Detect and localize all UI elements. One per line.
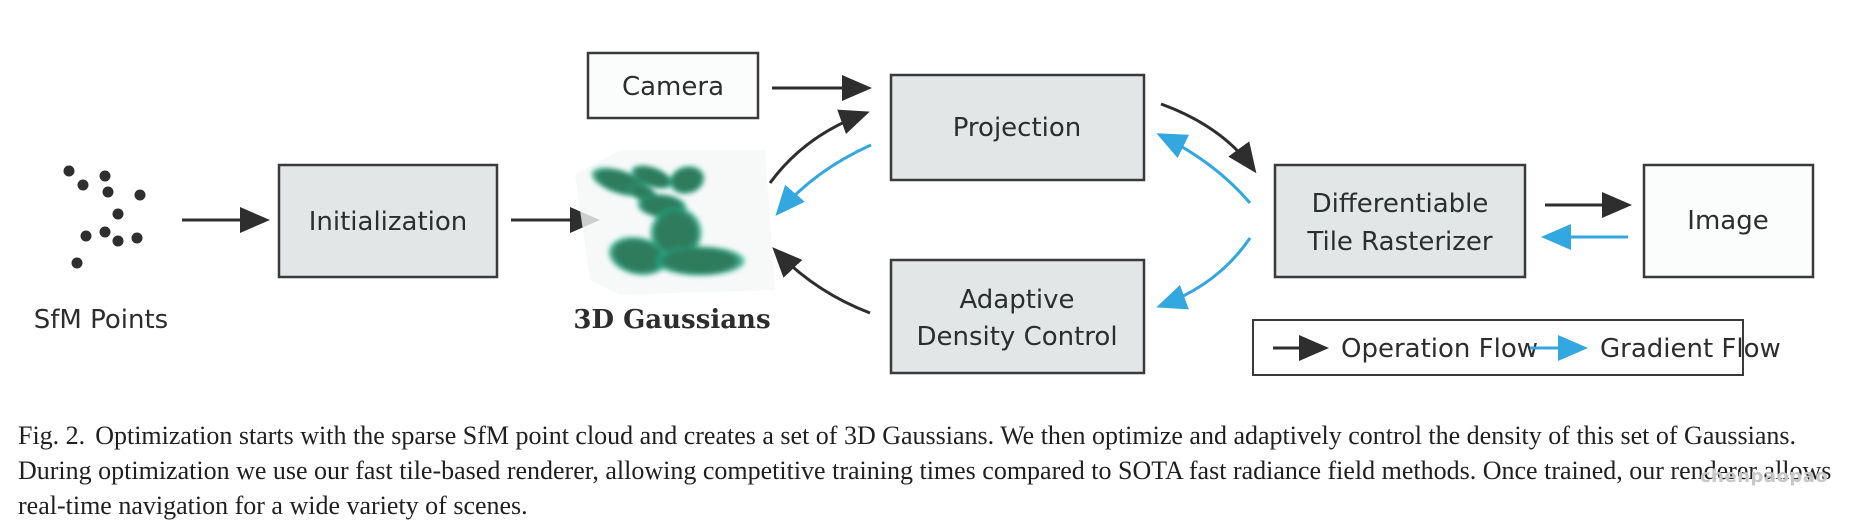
- sfm-point: [99, 170, 111, 182]
- legend-operation-label: Operation Flow: [1341, 334, 1538, 364]
- sfm-point: [112, 208, 124, 220]
- figure-caption: Fig. 2.Optimization starts with the spar…: [18, 418, 1848, 523]
- gaussian-ellipse: [650, 207, 702, 259]
- gaussian-ellipse: [608, 236, 668, 276]
- rasterizer-label-line2: Tile Rasterizer: [1306, 227, 1493, 257]
- initialization-label: Initialization: [309, 207, 468, 237]
- sfm-point: [77, 179, 89, 191]
- gaussian-ellipse: [631, 164, 673, 190]
- adc-label-line2: Density Control: [916, 322, 1117, 352]
- arrow-adc-to-gaussians: [772, 247, 871, 315]
- sfm-point: [63, 165, 75, 177]
- initialization-node: Initialization: [277, 163, 499, 279]
- caption-text: Optimization starts with the sparse SfM …: [18, 421, 1832, 520]
- adaptive-density-control-node: Adaptive Density Control: [889, 258, 1146, 375]
- gaussian-ellipse: [655, 246, 745, 276]
- gaussian-ellipse: [669, 165, 705, 195]
- projection-label: Projection: [953, 113, 1082, 143]
- arrow-rasterizer-to-projection-gradient: [1156, 133, 1252, 204]
- rasterizer-label-line1: Differentiable: [1312, 189, 1489, 219]
- figure-number: Fig. 2.: [18, 421, 86, 450]
- rasterizer-node: Differentiable Tile Rasterizer: [1273, 163, 1527, 279]
- legend: Operation Flow Gradient Flow: [1252, 319, 1781, 376]
- image-node: Image: [1642, 163, 1815, 279]
- arrow-gaussians-to-projection: [768, 109, 870, 184]
- gaussians-illustration: [575, 150, 775, 295]
- sfm-point: [134, 189, 146, 201]
- sfm-points-label: SfM Points: [34, 305, 168, 335]
- sfm-point: [112, 235, 124, 247]
- gaussians-label: 3D Gaussians: [573, 305, 770, 335]
- watermark: chenpaopao: [1700, 466, 1829, 487]
- pipeline-diagram: SfM Points Initialization 3D Gaussians C…: [34, 51, 1815, 376]
- sfm-point: [80, 230, 92, 242]
- legend-gradient-label: Gradient Flow: [1600, 334, 1781, 364]
- sfm-point: [102, 186, 114, 198]
- sfm-point-cloud: [63, 165, 146, 269]
- camera-node: Camera: [586, 51, 760, 120]
- camera-label: Camera: [622, 72, 724, 102]
- arrow-rasterizer-to-adc-gradient: [1156, 237, 1252, 310]
- image-label: Image: [1687, 206, 1768, 236]
- arrow-projection-to-rasterizer: [1160, 102, 1257, 174]
- arrow-projection-to-gaussians-gradient: [775, 143, 872, 217]
- sfm-point: [131, 232, 143, 244]
- adc-label-line1: Adaptive: [959, 285, 1074, 315]
- sfm-point: [71, 257, 83, 269]
- sfm-point: [99, 226, 111, 238]
- projection-node: Projection: [889, 73, 1146, 182]
